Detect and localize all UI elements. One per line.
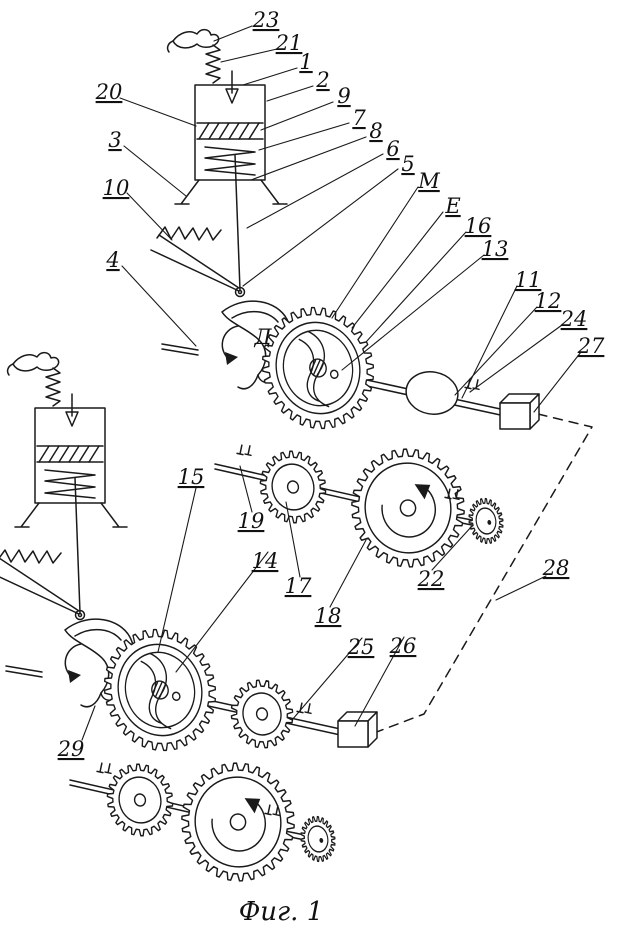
ref-label-22: 22 [417,567,445,591]
upper-mechanism [161,300,540,568]
ref-label-19: 19 [238,509,265,533]
ref-label-20: 20 [95,80,123,104]
bearing-mark [464,376,482,392]
coupling-block-26 [337,711,378,748]
ref-label-6: 6 [386,137,399,161]
ref-label-11: 11 [515,268,542,292]
gear-17 [259,450,327,524]
ref-label-E: Е [444,194,460,218]
handwheel-lower [300,815,336,863]
ref-label-3: 3 [108,128,121,152]
ref-label-9: 9 [337,84,350,108]
ref-label-23: 23 [252,8,280,32]
ref-label-24: 24 [560,307,588,331]
ref-label-7: 7 [352,106,366,130]
shaft-stub-left [161,343,199,351]
ref-label-13: 13 [482,237,509,261]
shaft-stub-left [5,665,43,673]
ref-label-5: 5 [401,152,414,176]
bearing-mark [96,760,114,776]
piston-assembly-lower [0,351,128,621]
gear-lower-small [106,763,174,837]
ref-label-29: 29 [57,737,85,761]
ref-label-16: 16 [465,214,492,238]
ref-label-1: 1 [299,50,312,74]
gear-lower-big [181,762,295,882]
ref-label-18: 18 [315,604,342,628]
pulley-disc-12 [405,371,459,415]
ref-label-15: 15 [178,465,205,489]
ref-label-D: Д [253,325,272,349]
ref-label-12: 12 [535,289,562,313]
ref-label-8: 8 [369,119,382,143]
bearing-mark [236,442,254,458]
ref-label-25: 25 [347,635,375,659]
ref-label-14: 14 [252,549,279,573]
reference-labels: 23 21 1 2 9 7 8 6 5 М Е 16 13 11 12 24 2… [57,8,605,927]
ref-label-M: М [417,169,440,193]
leader-lines [81,25,582,741]
gear-18 [351,448,465,568]
ref-label-21: 21 [275,31,303,55]
main-gear-upper [261,306,375,430]
ref-label-17: 17 [285,574,312,598]
piston-assembly-upper [150,28,288,298]
ref-label-26: 26 [389,634,417,658]
coupling-block-27 [499,393,540,430]
ref-label-4: 4 [105,248,119,272]
ref-label-27: 27 [577,334,605,358]
bearing-mark [296,700,314,716]
ref-label-2: 2 [315,68,329,92]
ref-label-28: 28 [542,556,570,580]
small-gear-lower-shaft [230,679,294,749]
handwheel-22 [468,497,504,545]
figure-caption: Фиг. 1 [239,897,324,927]
main-gear-lower [103,628,217,752]
ref-label-10: 10 [103,176,130,200]
lower-mechanism [5,618,378,882]
